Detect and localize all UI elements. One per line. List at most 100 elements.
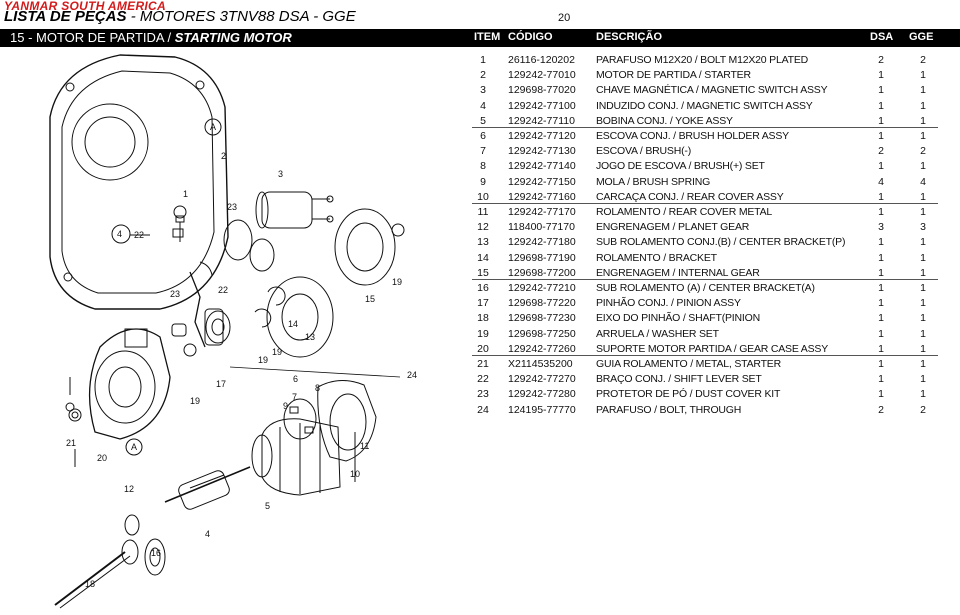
callout-23-top: 23	[227, 202, 237, 212]
callout-9: 9	[283, 401, 288, 411]
part-description: EIXO DO PINHÃO / SHAFT(PINION	[596, 312, 760, 325]
part-item-number: 3	[480, 84, 486, 97]
part-code: 124195-77770	[508, 403, 576, 416]
part-code: 129698-77230	[508, 312, 576, 325]
callout-14: 14	[288, 319, 298, 329]
part-description: ROLAMENTO / BRACKET	[596, 251, 717, 264]
part-qty-dsa: 1	[878, 266, 884, 279]
title-rest: - MOTORES 3TNV88 DSA - GGE	[130, 8, 356, 25]
part-item-number: 19	[477, 327, 489, 340]
column-header-item: ITEM	[474, 31, 501, 43]
part-item-number: 20	[477, 342, 489, 355]
part-qty-gge: 1	[920, 236, 926, 249]
part-description: MOLA / BRUSH SPRING	[596, 175, 711, 188]
part-qty-dsa: 4	[878, 175, 884, 188]
column-header-description: DESCRIÇÃO	[596, 31, 663, 43]
part-item-number: 6	[480, 130, 486, 142]
brand-name: YANMAR SOUTH AMERICA	[4, 0, 166, 13]
callout-5: 5	[265, 501, 270, 511]
callout-3: 3	[278, 169, 283, 179]
part-qty-dsa: 1	[878, 206, 884, 218]
part-description: INDUZIDO CONJ. / MAGNETIC SWITCH ASSY	[596, 99, 813, 112]
part-description: ROLAMENTO / REAR COVER METAL	[596, 206, 773, 218]
callout-16: 16	[151, 548, 161, 558]
part-code: 129242-77180	[508, 236, 576, 249]
part-item-number: 7	[480, 145, 486, 158]
part-description: PARAFUSO / BOLT, THROUGH	[596, 403, 742, 416]
part-row: 20 129242-77260 SUPORTE MOTOR PARTIDA / GE…	[468, 341, 960, 356]
part-qty-dsa: 1	[878, 84, 884, 97]
part-item-number: 23	[477, 388, 489, 401]
part-qty-gge: 1	[920, 388, 926, 401]
part-code: 129242-77260	[508, 342, 576, 355]
part-item-number: 10	[477, 190, 489, 203]
part-description: PROTETOR DE PÓ / DUST COVER KIT	[596, 388, 781, 401]
part-item-number: 1	[480, 54, 486, 66]
part-qty-gge: 1	[920, 160, 926, 173]
part-qty-gge: 1	[920, 312, 926, 325]
callout-22-left: 22	[134, 230, 144, 240]
part-qty-gge: 1	[920, 373, 926, 386]
part-qty-gge: 4	[920, 175, 926, 188]
part-item-number: 18	[477, 312, 489, 325]
part-code: 129242-77170	[508, 206, 576, 218]
part-qty-gge: 1	[920, 358, 926, 370]
callout-17: 17	[216, 379, 226, 389]
part-qty-gge: 2	[920, 145, 926, 158]
part-qty-gge: 1	[920, 206, 926, 218]
part-description: BOBINA CONJ. / YOKE ASSY	[596, 114, 733, 127]
part-qty-gge: 3	[920, 221, 926, 234]
row-separator	[472, 203, 938, 204]
part-item-number: 4	[480, 99, 486, 112]
part-code: 129698-77200	[508, 266, 576, 279]
callout-6: 6	[293, 374, 298, 384]
callout-8: 8	[315, 383, 320, 393]
part-item-number: 16	[477, 282, 489, 294]
callout-19-left: 19	[190, 396, 200, 406]
part-description: SUPORTE MOTOR PARTIDA / GEAR CASE ASSY	[596, 342, 829, 355]
part-qty-gge: 1	[920, 130, 926, 142]
callout-4: 4	[117, 229, 122, 239]
part-qty-dsa: 1	[878, 114, 884, 127]
document-title: LISTA DE PEÇAS - MOTORES 3TNV88 DSA - GG…	[4, 8, 356, 25]
column-header-gge: GGE	[909, 31, 934, 43]
part-description: ENGRENAGEM / INTERNAL GEAR	[596, 266, 760, 279]
callout-a-top: A	[210, 122, 216, 132]
part-code: 129698-77190	[508, 251, 576, 264]
part-item-number: 11	[477, 206, 489, 218]
part-qty-gge: 1	[920, 297, 926, 310]
row-separator	[472, 279, 938, 280]
part-code: 129242-77140	[508, 160, 576, 173]
part-qty-gge: 1	[920, 282, 926, 294]
callout-22: 22	[218, 285, 228, 295]
callout-18: 18	[85, 579, 95, 589]
section-title-pt: 15 - MOTOR DE PARTIDA /	[10, 30, 172, 45]
column-header-code: CÓDIGO	[508, 31, 553, 43]
part-qty-dsa: 2	[878, 54, 884, 66]
part-code: X2114535200	[508, 358, 573, 370]
part-item-number: 24	[477, 403, 489, 416]
part-qty-gge: 1	[920, 69, 926, 82]
callout-7: 7	[292, 392, 297, 402]
part-qty-dsa: 1	[878, 69, 884, 82]
part-qty-dsa: 1	[878, 373, 884, 386]
part-description: ESCOVA CONJ. / BRUSH HOLDER ASSY	[596, 130, 789, 142]
callout-1: 1	[183, 189, 188, 199]
part-qty-dsa: 2	[878, 403, 884, 416]
part-item-number: 17	[477, 297, 489, 310]
part-item-number: 2	[480, 69, 486, 82]
